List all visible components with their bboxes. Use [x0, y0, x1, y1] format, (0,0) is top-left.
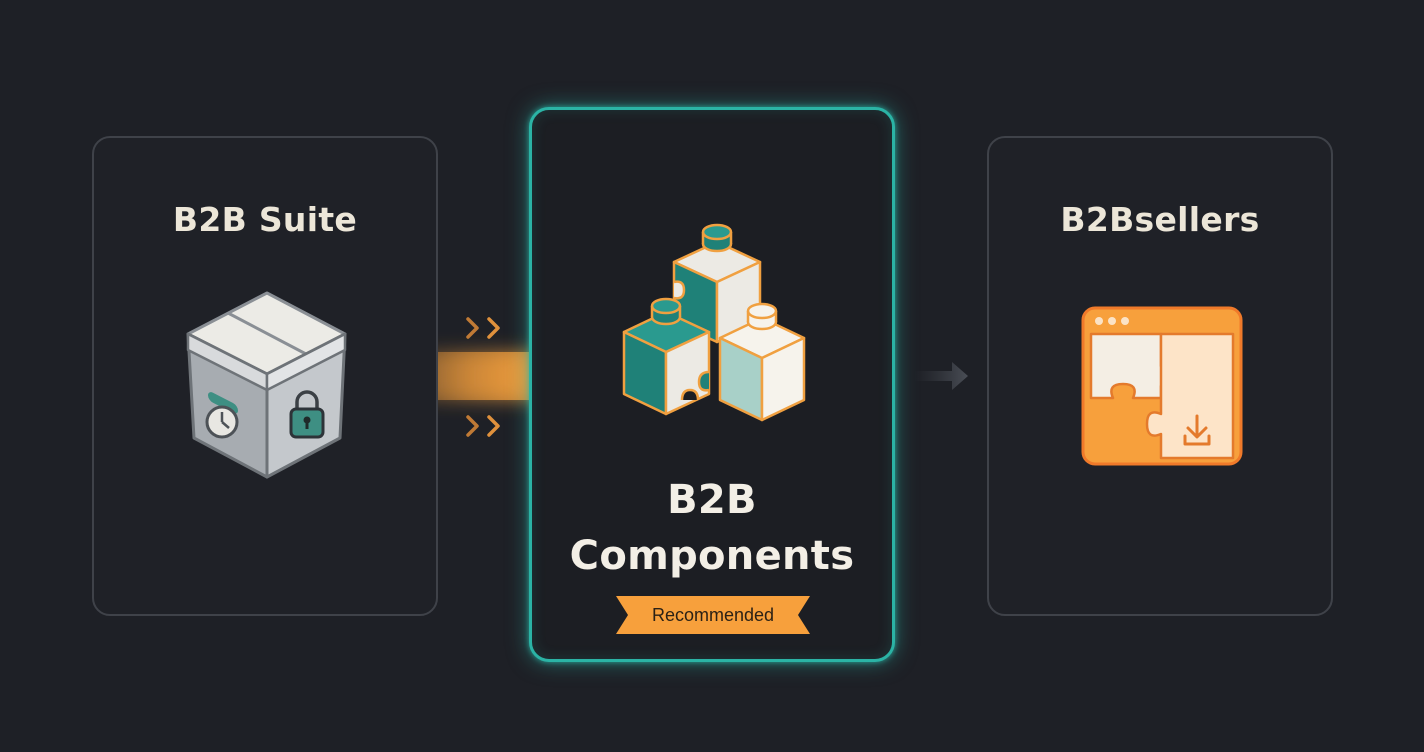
locked-box-icon: [186, 291, 347, 479]
b2bsellers-card[interactable]: B2Bsellers: [987, 136, 1333, 616]
chevrons-bottom-icon: [466, 415, 500, 437]
b2b-components-card[interactable]: B2B Components Recommended: [529, 107, 895, 662]
browser-puzzle-download-icon: [1081, 306, 1243, 466]
badge-label: Recommended: [651, 605, 775, 625]
card-title: B2B Suite: [172, 200, 358, 239]
building-blocks-icon: [622, 223, 806, 422]
card-title: B2B Components: [569, 477, 855, 579]
b2b-suite-card[interactable]: B2B Suite: [92, 136, 438, 616]
ribbon-icon: [616, 596, 810, 634]
chevrons-top-icon: [466, 317, 500, 339]
gray-arrow-icon: [914, 362, 968, 390]
recommended-badge: Recommended: [616, 596, 810, 634]
card-title: B2Bsellers: [1060, 200, 1260, 239]
